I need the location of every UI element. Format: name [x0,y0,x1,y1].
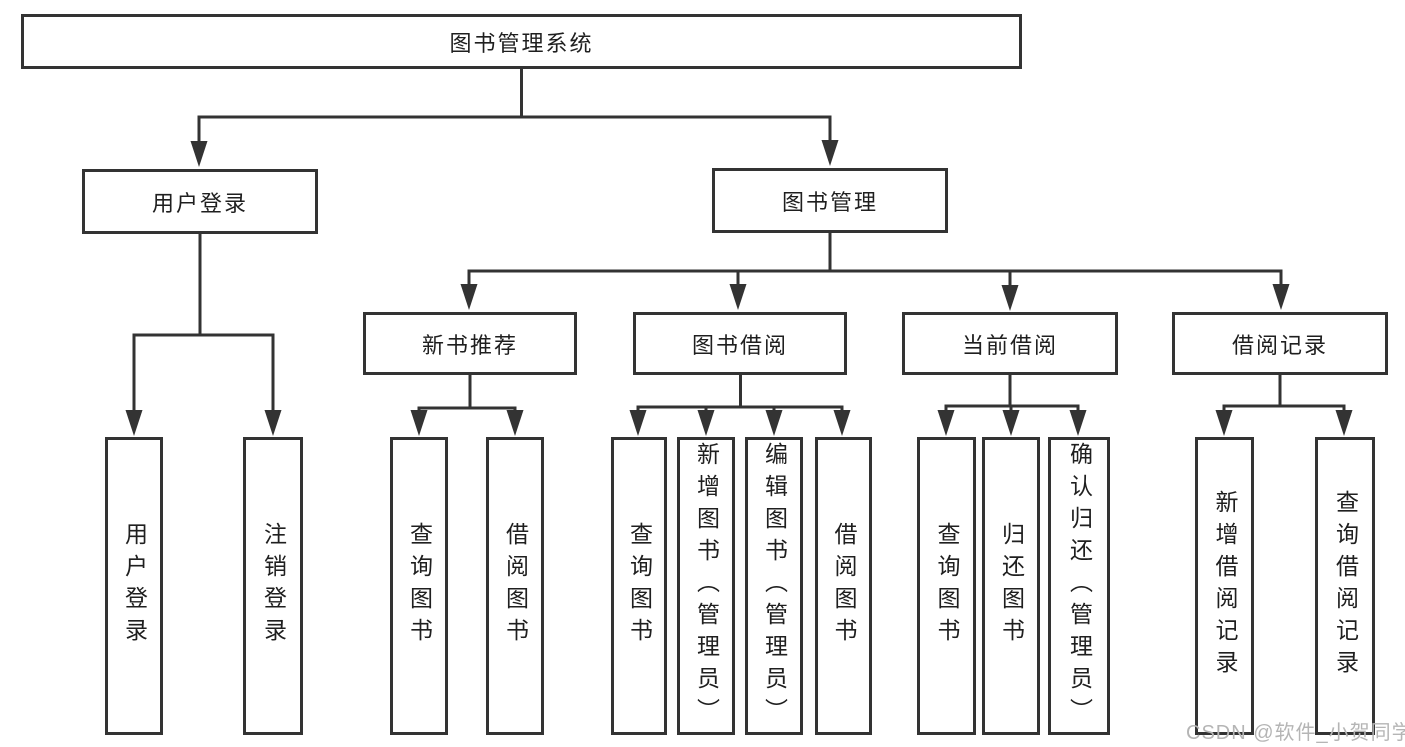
leaf-add-borrow-record: 新增借阅记录 [1195,437,1254,735]
leaf-borrow-book-recommend: 借阅图书 [486,437,544,735]
leaf-add-book-admin: 新增图书（管理员） [677,437,735,735]
node-new-book-recommend: 新书推荐 [363,312,577,375]
leaf-query-book-current: 查询图书 [917,437,976,735]
leaf-logout: 注销登录 [243,437,303,735]
node-current-borrow: 当前借阅 [902,312,1118,375]
node-book-borrow: 图书借阅 [633,312,847,375]
node-book-management: 图书管理 [712,168,948,233]
arrowheads [125,140,1353,436]
node-user-login: 用户登录 [82,169,318,234]
connector-segments [132,68,1346,420]
leaf-query-borrow-record: 查询借阅记录 [1315,437,1375,735]
leaf-edit-book-admin: 编辑图书（管理员） [745,437,803,735]
leaf-borrow-book: 借阅图书 [815,437,872,735]
leaf-return-book: 归还图书 [982,437,1040,735]
leaf-user-login: 用户登录 [105,437,163,735]
watermark: CSDN @软件_小贺同学 [1186,722,1405,744]
leaf-query-book-recommend: 查询图书 [390,437,448,735]
leaf-confirm-return-admin: 确认归还（管理员） [1048,437,1110,735]
node-root: 图书管理系统 [21,14,1022,69]
node-borrow-record: 借阅记录 [1172,312,1388,375]
leaf-query-book-borrow: 查询图书 [611,437,667,735]
